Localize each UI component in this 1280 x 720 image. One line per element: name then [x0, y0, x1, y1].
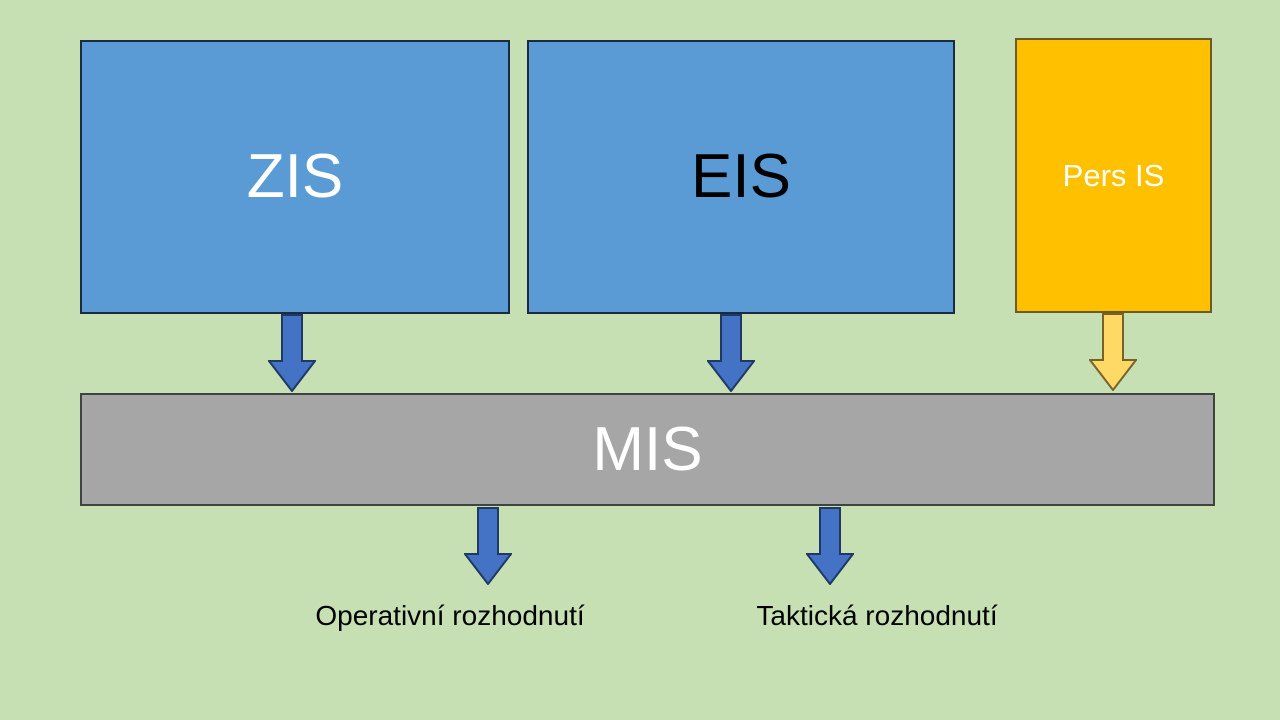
- box-pers-is-label: Pers IS: [1062, 158, 1165, 193]
- box-zis: ZIS: [80, 40, 510, 314]
- down-arrow-icon-eis-to-mis: [707, 314, 755, 392]
- down-arrow-icon-mis-to-operative: [464, 507, 512, 585]
- box-eis: EIS: [527, 40, 955, 314]
- down-arrow-icon-zis-to-mis: [268, 314, 316, 392]
- box-eis-label: EIS: [691, 142, 791, 211]
- down-arrow-shape: [707, 314, 755, 392]
- down-arrow-shape: [806, 507, 854, 585]
- down-arrow-icon-pers-to-mis: [1089, 313, 1137, 391]
- bar-mis: MIS: [80, 393, 1215, 506]
- down-arrow-shape: [464, 507, 512, 585]
- box-pers-is: Pers IS: [1015, 38, 1212, 313]
- down-arrow-shape: [268, 314, 316, 392]
- down-arrow-icon-mis-to-tactical: [806, 507, 854, 585]
- bar-mis-label: MIS: [592, 414, 703, 484]
- label-operative-decisions: Operativní rozhodnutí: [315, 600, 585, 631]
- label-tactical-decisions: Taktická rozhodnutí: [756, 600, 998, 631]
- box-zis-label: ZIS: [246, 142, 344, 211]
- down-arrow-shape: [1089, 313, 1137, 391]
